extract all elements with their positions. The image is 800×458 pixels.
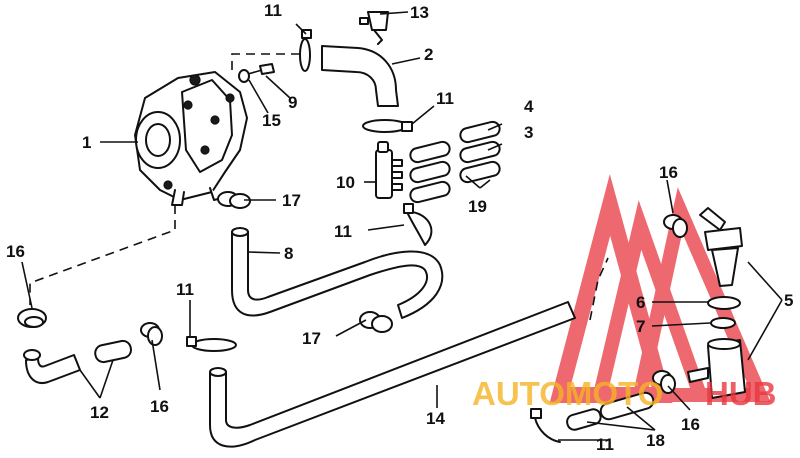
callout-6: 6 bbox=[636, 293, 645, 312]
fitting-13 bbox=[359, 11, 389, 45]
screw-9 bbox=[247, 63, 275, 75]
callout-8: 8 bbox=[284, 244, 293, 263]
callout-11-left: 11 bbox=[176, 280, 194, 299]
callout-12: 12 bbox=[90, 403, 109, 422]
callout-11-bottom: 11 bbox=[596, 435, 614, 454]
clamp-11-bottom bbox=[530, 408, 561, 443]
clamp-17-mid bbox=[359, 311, 393, 333]
clamp-16-right-top bbox=[663, 214, 688, 238]
callout-1: 1 bbox=[82, 133, 91, 152]
elbow-hose-12 bbox=[23, 339, 132, 384]
clamp-11-left bbox=[186, 336, 237, 352]
callout-14: 14 bbox=[426, 409, 445, 428]
callout-15: 15 bbox=[262, 111, 281, 130]
fuel-pump bbox=[134, 71, 248, 206]
callout-13: 13 bbox=[410, 3, 429, 22]
clamp-16-right-bottom bbox=[652, 370, 676, 394]
callout-3: 3 bbox=[524, 123, 533, 142]
callout-16-left: 16 bbox=[6, 242, 25, 261]
clamp-11-mid bbox=[362, 119, 413, 133]
clamp-11-top bbox=[299, 29, 312, 72]
short-hoses-19 bbox=[409, 120, 501, 204]
callout-2: 2 bbox=[424, 45, 433, 64]
hose-14 bbox=[209, 301, 576, 448]
callout-5: 5 bbox=[784, 291, 793, 310]
callout-7: 7 bbox=[636, 317, 645, 336]
callout-10: 10 bbox=[336, 173, 355, 192]
callout-17-mid: 17 bbox=[302, 329, 321, 348]
leader-lines bbox=[21, 11, 783, 441]
clamp-16-left bbox=[17, 308, 47, 328]
callout-16-right-top: 16 bbox=[659, 163, 678, 182]
callout-11-center: 11 bbox=[334, 222, 352, 241]
callout-16-right-bottom: 16 bbox=[681, 415, 700, 434]
assembly-dashed-lines bbox=[29, 53, 609, 321]
fuel-manifold-10 bbox=[375, 141, 403, 199]
callout-11-top: 11 bbox=[264, 1, 282, 20]
callout-11-mid: 11 bbox=[436, 89, 454, 108]
callout-16-center: 16 bbox=[150, 397, 169, 416]
callout-numbers: 1 2 13 4 3 19 10 9 15 11 11 11 17 8 17 1… bbox=[6, 1, 793, 454]
callout-19: 19 bbox=[468, 197, 487, 216]
hose-2 bbox=[321, 45, 399, 107]
callout-18: 18 bbox=[646, 431, 665, 450]
fuel-filter-5 bbox=[687, 207, 746, 399]
watermark-text-left: AUTOMOTO bbox=[472, 375, 663, 412]
callout-9: 9 bbox=[288, 93, 297, 112]
callout-4: 4 bbox=[524, 97, 534, 116]
washer-15 bbox=[238, 69, 250, 83]
clamp-11-center bbox=[403, 203, 433, 246]
callout-17-top: 17 bbox=[282, 191, 301, 210]
hoses-18 bbox=[566, 391, 655, 431]
hose-8 bbox=[231, 231, 444, 319]
clamp-17-top bbox=[217, 191, 251, 209]
watermark-text-right: HUB bbox=[705, 375, 777, 412]
